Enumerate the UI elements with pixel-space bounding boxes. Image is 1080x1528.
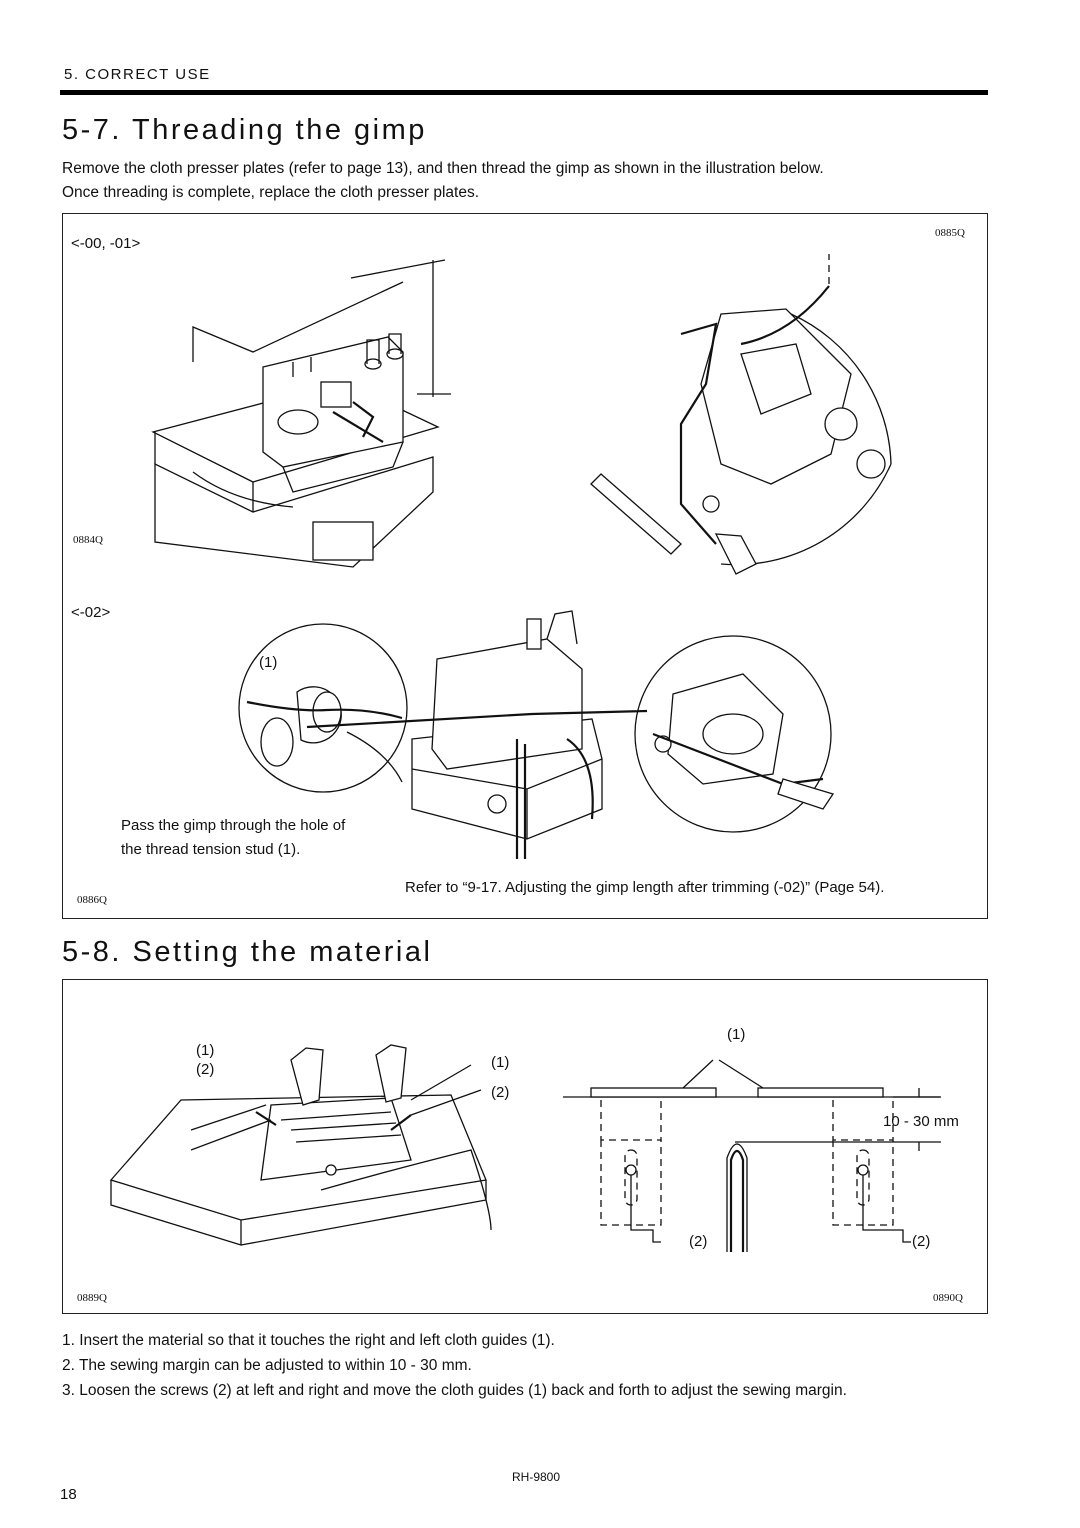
figure-code-0890q: 0890Q <box>933 1292 963 1304</box>
right-callout-2-right: (2) <box>912 1233 931 1250</box>
instruction-item: 1. Insert the material so that it touche… <box>62 1332 555 1349</box>
callout-tension-stud: (1) <box>259 654 278 671</box>
threading-figure-box: <-00, -01> 0885Q 0884Q <box>62 213 988 919</box>
section-title-material: 5-8. Setting the material <box>62 936 433 968</box>
section-title-threading: 5-7. Threading the gimp <box>62 114 427 146</box>
section-header: 5. CORRECT USE <box>64 66 211 83</box>
header-rule <box>60 90 988 95</box>
gimp-threading-detail-circle <box>590 254 892 575</box>
sewing-machine-illustration <box>151 259 451 568</box>
figure-code-0884q: 0884Q <box>73 534 103 546</box>
variant-label-00-01: <-00, -01> <box>71 235 141 252</box>
instruction-item: 3. Loosen the screws (2) at left and rig… <box>62 1382 847 1399</box>
instruction-list: 1. Insert the material so that it touche… <box>62 1328 847 1403</box>
figure-code-0885q: 0885Q <box>935 227 965 239</box>
left-callout-1b: (1) <box>491 1054 510 1071</box>
right-callout-2-left: (2) <box>689 1233 708 1250</box>
intro-line-2: Once threading is complete, replace the … <box>62 184 480 201</box>
left-callout-2b: (2) <box>491 1084 510 1101</box>
cloth-guide-illustration <box>109 1044 492 1246</box>
left-callout-1: (1) <box>196 1042 215 1059</box>
sewing-margin-diagram <box>563 1059 941 1252</box>
pass-note-line-2: the thread tension stud (1). <box>121 841 301 858</box>
instruction-item: 2. The sewing margin can be adjusted to … <box>62 1357 472 1374</box>
intro-line-1: Remove the cloth presser plates (refer t… <box>62 160 824 177</box>
intro-paragraph: Remove the cloth presser plates (refer t… <box>62 157 982 205</box>
margin-dimension-label: 10 - 30 mm <box>883 1113 959 1130</box>
model-number: RH-9800 <box>512 1470 561 1484</box>
variant-label-02: <-02> <box>71 604 111 621</box>
tension-stud-detail-circle <box>238 623 408 793</box>
pass-note-line-1: Pass the gimp through the hole of <box>121 817 346 834</box>
figure-code-0886q: 0886Q <box>77 894 107 906</box>
pass-gimp-note: Pass the gimp through the hole of the th… <box>121 814 345 862</box>
right-callout-1: (1) <box>727 1026 746 1043</box>
figure-code-0889q: 0889Q <box>77 1292 107 1304</box>
material-figure-box: (1) (2) (1) (2) 0889Q (1) 10 - 30 mm (2)… <box>62 979 988 1314</box>
page-number: 18 <box>60 1486 77 1503</box>
left-callout-2: (2) <box>196 1061 215 1078</box>
refer-note: Refer to “9-17. Adjusting the gimp lengt… <box>405 879 885 896</box>
gimp-path-detail-circle-02 <box>634 635 835 833</box>
sewing-machine-02-illustration <box>306 610 648 859</box>
